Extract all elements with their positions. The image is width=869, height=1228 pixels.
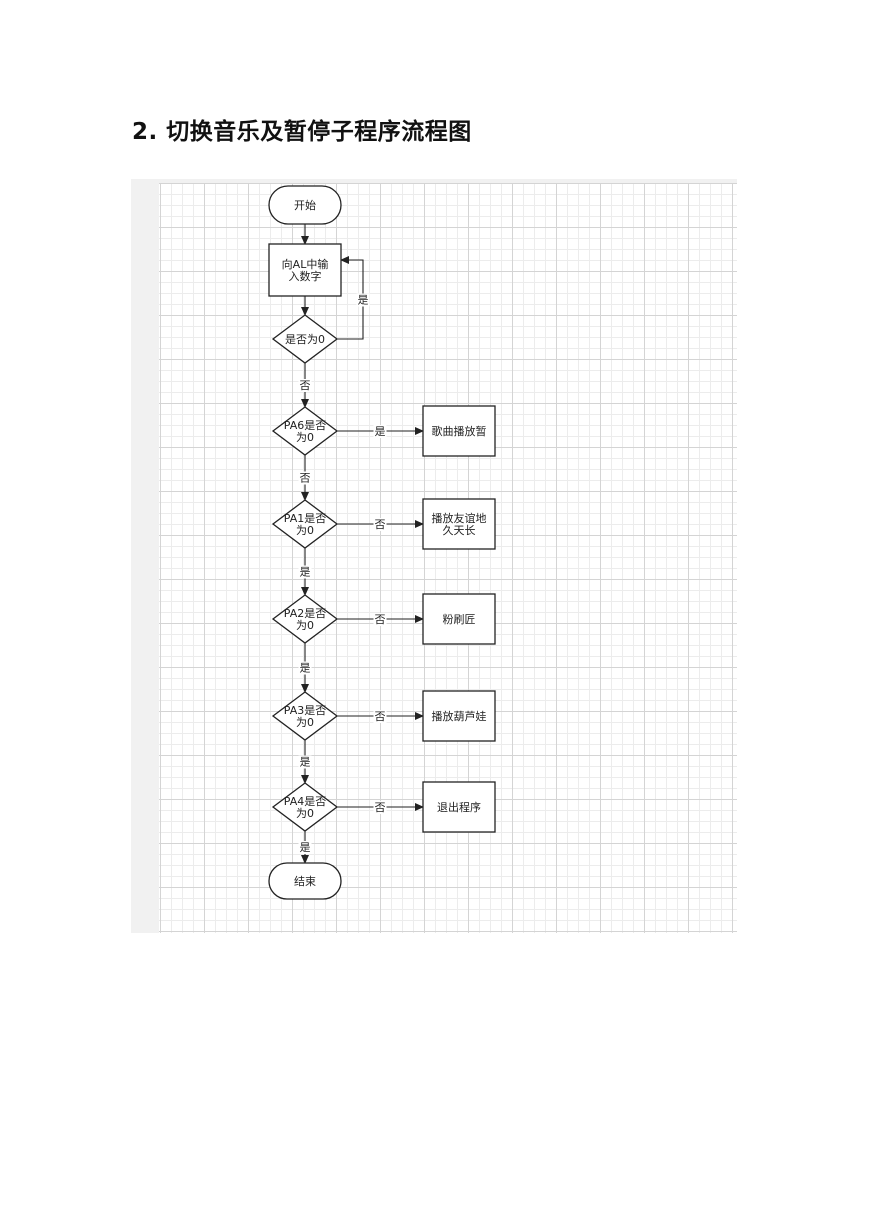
node-p4-shape (422, 781, 496, 833)
node-end-label: 结束 (294, 875, 316, 888)
canvas-ruler-top (131, 179, 737, 183)
edge-label-background (298, 471, 312, 485)
node-end: 结束 (268, 862, 342, 900)
edge-d2-d3: 是 (298, 643, 312, 693)
page-title: 2. 切换音乐及暂停子程序流程图 (132, 119, 472, 145)
edge-label-background (373, 518, 387, 531)
node-p4-label: 退出程序 (437, 800, 481, 814)
edge-d0-input: 是 (337, 256, 370, 340)
edge-label-background (298, 841, 312, 854)
node-d6-label: 为0 (296, 431, 314, 444)
edge-label: 否 (375, 613, 386, 626)
node-p1-label: 久天长 (443, 524, 476, 537)
node-p6: 歌曲播放暂 (422, 405, 496, 457)
node-start: 开始 (268, 185, 342, 225)
node-p2-shape (422, 593, 496, 645)
node-d1-shape (271, 499, 339, 549)
edge-d3-d4: 是 (298, 740, 312, 784)
edge-label: 是 (375, 425, 386, 438)
edge-label-background (298, 379, 312, 392)
node-p3: 播放葫芦娃 (422, 690, 496, 742)
node-d2-label: PA2是否 (284, 607, 326, 620)
edge-label-background (298, 565, 312, 579)
node-d4-label: PA4是否 (284, 795, 326, 808)
node-input-label: 向AL中输 (282, 257, 329, 271)
node-d4-shape (271, 782, 339, 832)
edge-d6-p6: 是 (337, 425, 424, 438)
edge-label: 否 (375, 710, 386, 723)
node-p2-label: 粉刷匠 (443, 613, 476, 626)
edge-label: 是 (300, 841, 311, 854)
edge-label-background (356, 293, 370, 307)
edge-d0-d6: 否 (298, 363, 312, 408)
node-p6-label: 歌曲播放暂 (432, 424, 487, 438)
node-start-shape (268, 185, 342, 225)
node-p3-label: 播放葫芦娃 (432, 709, 487, 723)
edge-label: 是 (300, 662, 311, 675)
node-d6-label: PA6是否 (284, 419, 326, 432)
node-p4: 退出程序 (422, 781, 496, 833)
edge-d6-d1: 否 (298, 455, 312, 501)
edge-label: 是 (300, 566, 311, 579)
edge-label-background (298, 661, 312, 675)
node-d0-shape (271, 314, 339, 364)
node-d2-shape (271, 594, 339, 644)
node-input-label: 入数字 (289, 269, 322, 283)
node-d0: 是否为0 (271, 314, 339, 364)
edge-d4-end: 是 (298, 831, 312, 864)
node-p1-label: 播放友谊地 (432, 511, 487, 525)
node-p6-shape (422, 405, 496, 457)
node-d1-label: PA1是否 (284, 512, 326, 525)
node-end-shape (268, 862, 342, 900)
edge-label: 否 (300, 472, 311, 485)
edge-d3-p3: 否 (337, 710, 424, 723)
canvas-ruler-left (131, 179, 159, 933)
edge-label-background (298, 755, 312, 769)
edge-label: 否 (300, 379, 311, 392)
node-d1-label: 为0 (296, 524, 314, 537)
node-d3-label: 为0 (296, 716, 314, 729)
edge-label-background (373, 801, 387, 814)
node-d3-shape (271, 691, 339, 741)
edge-label: 否 (375, 801, 386, 814)
node-p1-shape (422, 498, 496, 550)
edge-label-background (373, 613, 387, 626)
edge-label-background (373, 710, 387, 723)
edge-label: 是 (300, 756, 311, 769)
edge-d1-d2: 是 (298, 548, 312, 596)
edge-label-background (373, 425, 387, 438)
node-d6-shape (271, 406, 339, 456)
edge-label: 是 (358, 294, 369, 307)
node-input-shape (268, 243, 342, 297)
node-start-label: 开始 (294, 198, 316, 212)
edge-d4-p4: 否 (337, 801, 424, 814)
edge-d1-p1: 否 (337, 518, 424, 531)
edge-label: 否 (375, 518, 386, 531)
node-p2: 粉刷匠 (422, 593, 496, 645)
edge-d2-p2: 否 (337, 613, 424, 626)
node-d3-label: PA3是否 (284, 704, 326, 717)
node-d4-label: 为0 (296, 807, 314, 820)
node-p3-shape (422, 690, 496, 742)
node-d0-label: 是否为0 (285, 333, 325, 346)
node-d2-label: 为0 (296, 619, 314, 632)
